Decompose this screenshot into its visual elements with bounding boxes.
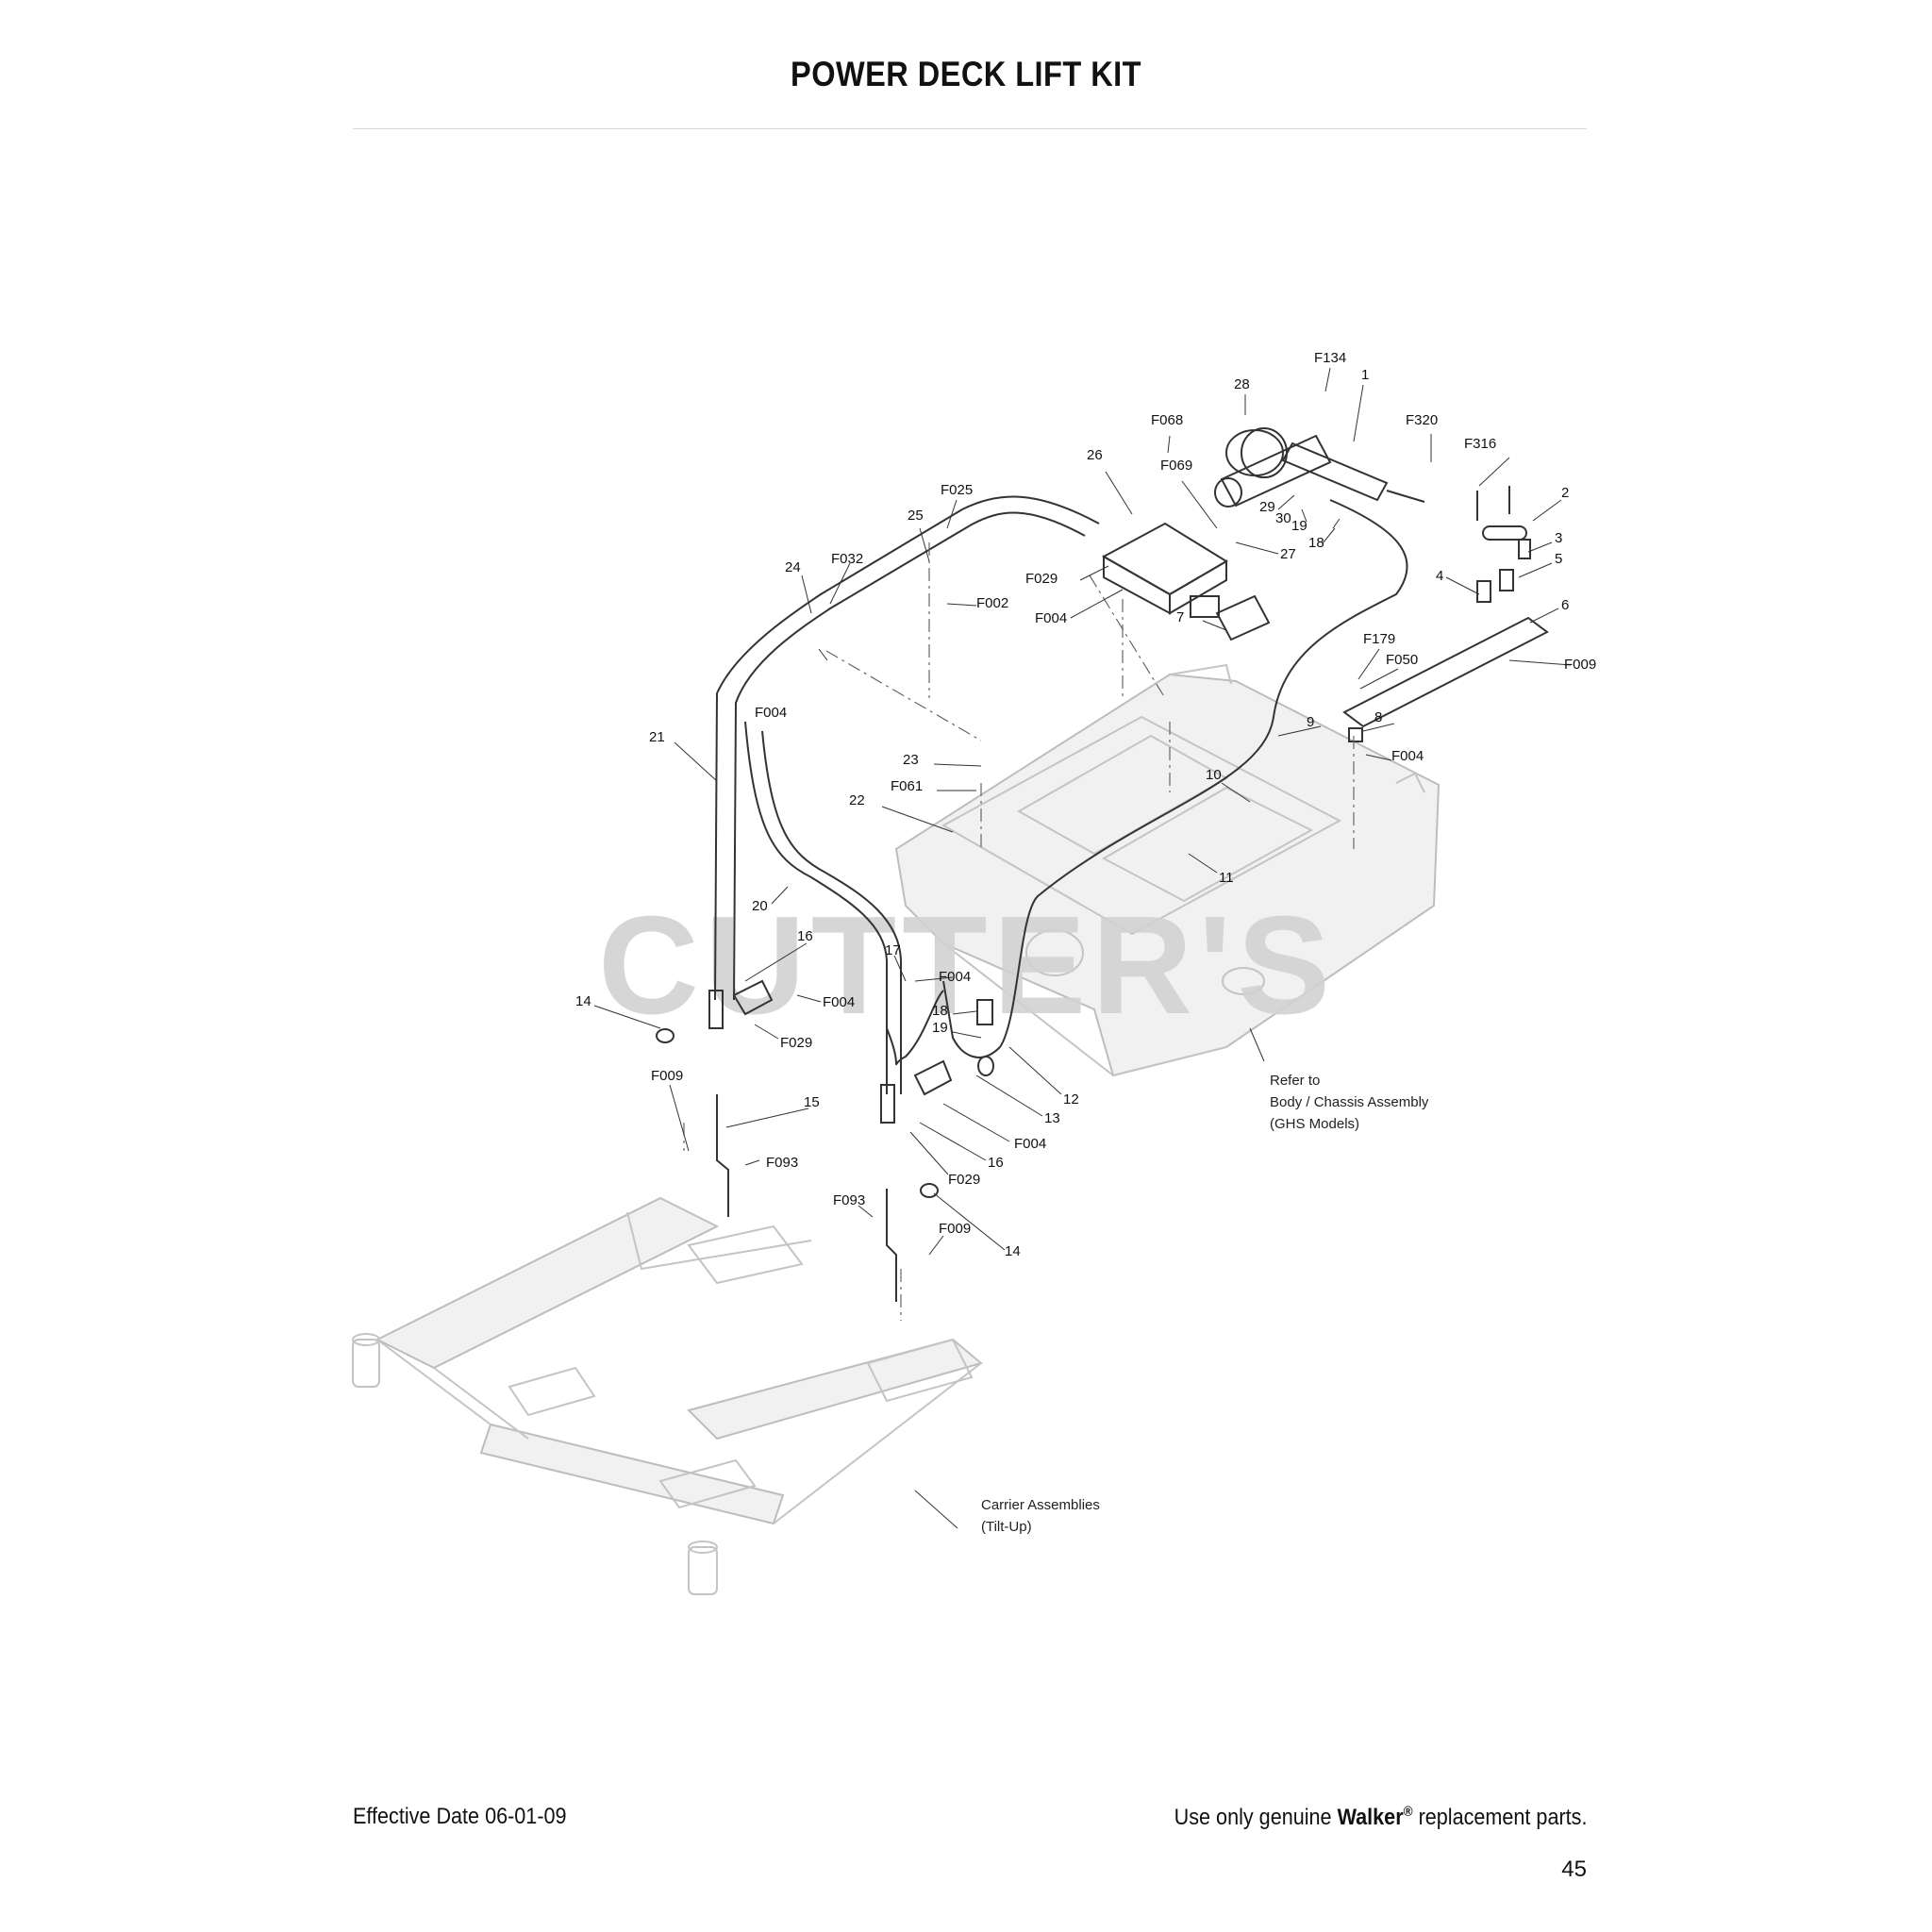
callout-label: F093	[766, 1155, 798, 1171]
callout-label: 4	[1436, 568, 1443, 584]
callout-label: 13	[1044, 1110, 1060, 1126]
callout-label: 8	[1374, 709, 1382, 725]
callout-label: 11	[1219, 870, 1234, 886]
hardware-parts	[656, 486, 1549, 1302]
callout-label: F316	[1464, 436, 1496, 452]
footer-disclaimer: Use only genuine Walker® replacement par…	[1174, 1804, 1587, 1831]
callout-label: F179	[1363, 631, 1395, 647]
callout-label: 9	[1307, 714, 1314, 730]
footer-prefix: Use only genuine	[1174, 1805, 1332, 1830]
callout-labels: F134 1 28 F320 F068 F316 26 F069 2 29 30…	[575, 350, 1596, 1259]
callout-label: F004	[939, 969, 971, 985]
mount-bracket	[1101, 522, 1228, 618]
callout-label: F002	[976, 595, 1008, 611]
callout-label: F004	[1035, 610, 1067, 626]
callout-label: F004	[755, 705, 787, 721]
callout-label: F009	[939, 1221, 971, 1237]
callout-label: 20	[752, 898, 768, 914]
callout-label: F009	[1564, 657, 1596, 673]
callout-label: 16	[988, 1155, 1004, 1171]
body-chassis-note-line: Refer to	[1270, 1073, 1320, 1089]
callout-label: 19	[932, 1020, 948, 1036]
callout-label: F068	[1151, 412, 1183, 428]
callout-label: F069	[1160, 458, 1192, 474]
callout-label: 14	[575, 993, 591, 1009]
callout-label: F320	[1406, 412, 1438, 428]
callout-label: 6	[1561, 597, 1569, 613]
page-number: 45	[1561, 1857, 1587, 1882]
callout-label: 1	[1361, 367, 1369, 383]
carrier-assembly-ghost	[352, 1196, 984, 1595]
callout-label: F061	[891, 778, 923, 794]
callout-label: 2	[1561, 485, 1569, 501]
callout-label: 12	[1063, 1091, 1079, 1108]
callout-label: 21	[649, 729, 665, 745]
callout-label: 23	[903, 752, 919, 768]
page-title: POWER DECK LIFT KIT	[791, 55, 1141, 93]
callout-label: 25	[908, 508, 924, 524]
callout-label: 28	[1234, 376, 1250, 392]
carrier-note-line: Carrier Assemblies	[981, 1497, 1100, 1513]
callout-label: F093	[833, 1192, 865, 1208]
wire-harness	[886, 499, 1408, 1066]
callout-label: 19	[1291, 518, 1307, 534]
callout-label: 3	[1555, 530, 1562, 546]
title-divider	[353, 128, 1587, 129]
callout-label: F009	[651, 1068, 683, 1084]
callout-label: F029	[1025, 571, 1058, 587]
callout-label: 14	[1005, 1243, 1021, 1259]
body-chassis-ghost	[894, 663, 1441, 1077]
callout-label: 27	[1280, 546, 1296, 562]
callout-label: 5	[1555, 551, 1562, 567]
callout-label: F134	[1314, 350, 1346, 366]
callout-label: 16	[797, 928, 813, 944]
lift-cables	[708, 495, 1100, 1124]
callout-label: F004	[823, 994, 855, 1010]
callout-label: 30	[1275, 510, 1291, 526]
brand-name: Walker	[1337, 1805, 1404, 1830]
callout-label: F032	[831, 551, 863, 567]
registered-mark: ®	[1403, 1804, 1413, 1820]
callout-label: F029	[780, 1035, 812, 1051]
callout-label: F050	[1386, 652, 1418, 668]
callout-label: 15	[804, 1094, 820, 1110]
callout-label: 18	[1308, 535, 1324, 551]
leader-lines	[593, 367, 1572, 1529]
callout-label: 7	[1176, 609, 1184, 625]
reference-notes: Refer to Body / Chassis Assembly (GHS Mo…	[981, 1073, 1429, 1535]
callout-label: 24	[785, 559, 801, 575]
carrier-note-line: (Tilt-Up)	[981, 1519, 1032, 1535]
callout-label: 17	[885, 942, 901, 958]
watermark-text: CUTTER'S	[598, 888, 1336, 1043]
footer-suffix: replacement parts.	[1418, 1805, 1587, 1830]
alignment-lines	[683, 542, 1355, 1321]
callout-label: F025	[941, 482, 973, 498]
callout-label: 29	[1259, 499, 1275, 515]
effective-date: Effective Date 06-01-09	[353, 1804, 567, 1829]
callout-label: 18	[932, 1003, 948, 1019]
body-chassis-note-line: Body / Chassis Assembly	[1270, 1094, 1429, 1110]
callout-label: 10	[1206, 767, 1222, 783]
callout-label: 22	[849, 792, 865, 808]
callout-label: F029	[948, 1172, 980, 1188]
callout-label: F004	[1014, 1136, 1046, 1152]
callout-label: F004	[1391, 748, 1424, 764]
linear-actuator	[1214, 427, 1425, 508]
callout-label: 26	[1087, 447, 1103, 463]
body-chassis-note-line: (GHS Models)	[1270, 1116, 1359, 1132]
